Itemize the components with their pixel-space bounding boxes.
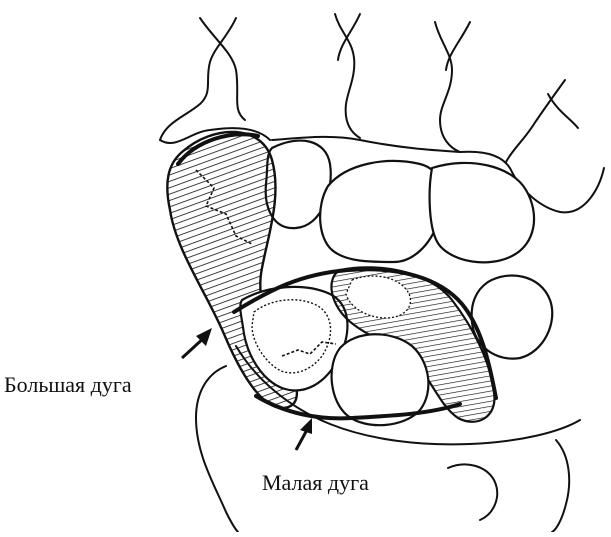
ulna: [448, 464, 497, 520]
big-arc-label: Большая дуга: [4, 374, 132, 396]
arrow-small-arc: [296, 418, 312, 450]
capitate: [320, 161, 442, 262]
hamate: [430, 163, 534, 262]
metacarpal-1: [200, 18, 245, 120]
metacarpal-3: [435, 22, 460, 152]
radius: [196, 366, 238, 532]
metacarpal-4: [506, 80, 565, 162]
arrow-big-arc: [182, 328, 212, 358]
metacarpal-2: [335, 14, 360, 138]
small-arc-label: Малая дуга: [262, 472, 369, 494]
